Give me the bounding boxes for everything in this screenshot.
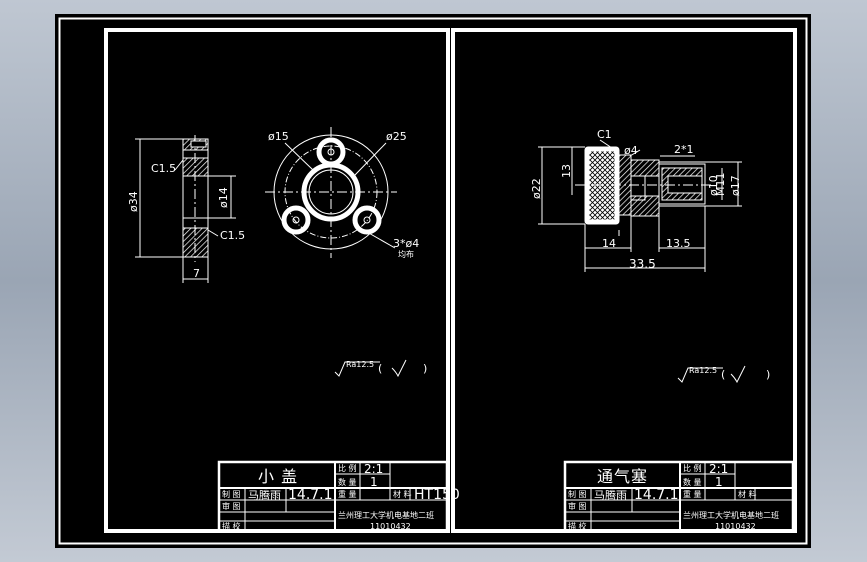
dim-dia-25: ø25 (386, 130, 407, 143)
left-drawing-label: 制 图 (222, 490, 241, 499)
right-material-label: 材 料 (738, 490, 757, 499)
dim-holes-note: 均布 (398, 250, 414, 259)
left-date: 14.7.1 (288, 487, 333, 503)
left-top-view (265, 127, 397, 258)
right-review2-label: 描 校 (568, 522, 587, 531)
right-qty-label: 数 量 (683, 478, 702, 487)
roughness-right: Ra12.5 (689, 366, 718, 375)
right-drawing-label: 制 图 (568, 490, 587, 499)
dim-width-7: 7 (193, 267, 200, 280)
dim-chamfer-c1: C1 (597, 128, 612, 141)
dim-thread: 2*1 (674, 143, 694, 156)
left-drawer: 马腾雨 (248, 489, 281, 502)
left-review-label: 审 图 (222, 502, 241, 511)
outer-border (58, 17, 808, 545)
left-qty-label: 数 量 (338, 478, 357, 487)
left-student-id: 11010432 (370, 522, 411, 531)
left-weight-label: 重 量 (338, 490, 357, 499)
left-roughness-symbol (334, 359, 407, 378)
right-roughness-symbol (677, 365, 746, 384)
right-part-name: 通气塞 (597, 467, 649, 486)
right-drawer: 马腾雨 (594, 489, 627, 502)
dim-len-13-5: 13.5 (666, 237, 691, 250)
left-scale-label: 比 例 (338, 464, 357, 473)
right-student-id: 11010432 (715, 522, 756, 531)
right-review-label: 审 图 (568, 502, 587, 511)
left-qty-value: 1 (370, 475, 378, 489)
right-scale-value: 2:1 (709, 462, 729, 476)
left-class: 机电基地二班 (386, 511, 434, 520)
dim-len-33-5: 33.5 (629, 257, 656, 271)
right-class: 机电基地二班 (731, 511, 779, 520)
right-date: 14.7.1 (634, 487, 679, 503)
dim-dia-34: ø34 (127, 191, 140, 212)
dim-dia-14: ø14 (217, 187, 230, 208)
dim-dia-17: ø17 (729, 175, 742, 196)
left-side-view (135, 135, 236, 283)
right-part-view (538, 139, 742, 272)
dim-chamfer-top: C1.5 (151, 162, 177, 175)
drawing-background (55, 14, 811, 548)
dim-dia-4: ø4 (624, 144, 638, 157)
dim-dia-11: M11 (714, 172, 727, 197)
left-scale-value: 2:1 (364, 462, 384, 476)
left-part-name: 小 盖 (258, 467, 299, 486)
dim-h-13: 13 (560, 164, 573, 178)
dim-dia-22: ø22 (530, 178, 543, 199)
right-title-block (563, 460, 795, 533)
left-material-value: HT150 (414, 487, 460, 503)
right-school: 兰州理工大学 (683, 511, 731, 520)
roughness-left: Ra12.5 (346, 360, 375, 369)
right-weight-label: 重 量 (683, 490, 702, 499)
dim-holes: 3*ø4 (393, 237, 420, 250)
right-qty-value: 1 (715, 475, 723, 489)
dim-dia-15: ø15 (268, 130, 289, 143)
left-title-block (217, 460, 449, 533)
left-material-label: 材 料 (393, 490, 412, 499)
dim-len-14: 14 (602, 237, 616, 250)
left-review2-label: 描 校 (222, 522, 241, 531)
dim-chamfer-bottom: C1.5 (220, 229, 246, 242)
left-school: 兰州理工大学 (338, 511, 386, 520)
right-scale-label: 比 例 (683, 464, 702, 473)
